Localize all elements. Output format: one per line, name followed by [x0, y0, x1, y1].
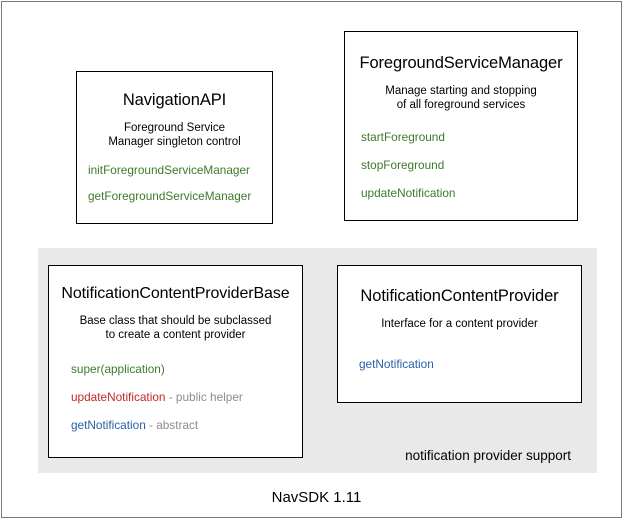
class-description: Interface for a content provider	[338, 317, 581, 331]
sdk-version-label: NavSDK 1.11	[271, 489, 362, 506]
member-note: - abstract	[145, 418, 199, 432]
class-description-line: of all foreground services	[396, 99, 526, 111]
member-name: stopForeground	[361, 158, 445, 172]
member-name: getNotification	[359, 357, 434, 371]
class-member[interactable]: updateNotification	[361, 186, 577, 201]
class-box-notification-content-provider[interactable]: NotificationContentProvider Interface fo…	[337, 265, 582, 403]
class-description: Manage starting and stopping of all fore…	[345, 84, 577, 112]
class-description: Foreground Service Manager singleton con…	[77, 121, 272, 149]
class-member[interactable]: super(application)	[71, 362, 302, 377]
class-description-line: Base class that should be subclassed	[79, 315, 272, 327]
member-note: - public helper	[165, 390, 243, 404]
member-name: startForeground	[361, 130, 445, 144]
member-name: initForegroundServiceManager	[88, 163, 250, 177]
class-member-list: getNotification	[338, 357, 581, 372]
member-name: updateNotification	[71, 390, 166, 404]
group-caption: notification provider support	[405, 448, 571, 463]
class-member[interactable]: getNotification - abstract	[71, 418, 302, 433]
class-title: ForegroundServiceManager	[359, 54, 563, 72]
class-description-line: to create a content provider	[105, 329, 246, 341]
class-member[interactable]: startForeground	[361, 130, 577, 145]
class-member[interactable]: updateNotification - public helper	[71, 390, 302, 405]
member-name: getNotification	[71, 418, 146, 432]
class-box-navigation-api[interactable]: NavigationAPI Foreground Service Manager…	[76, 71, 273, 224]
class-box-foreground-service-manager[interactable]: ForegroundServiceManager Manage starting…	[344, 31, 578, 221]
class-description-line: Interface for a content provider	[381, 318, 538, 330]
class-member[interactable]: getNotification	[359, 357, 581, 372]
class-member-list: startForeground stopForeground updateNot…	[345, 130, 577, 201]
class-member-list: super(application) updateNotification - …	[49, 362, 302, 433]
class-member[interactable]: initForegroundServiceManager	[88, 163, 272, 178]
class-member[interactable]: getForegroundServiceManager	[88, 189, 272, 204]
member-name: getForegroundServiceManager	[88, 189, 252, 203]
class-title: NotificationContentProviderBase	[61, 285, 290, 302]
class-description-line: Manager singleton control	[108, 136, 241, 148]
class-member[interactable]: stopForeground	[361, 158, 577, 173]
class-title: NotificationContentProvider	[360, 287, 559, 305]
class-description-line: Foreground Service	[124, 122, 225, 134]
class-description-line: Manage starting and stopping	[385, 85, 537, 97]
class-title: NavigationAPI	[122, 91, 227, 109]
member-name: super(application)	[71, 362, 165, 376]
class-box-notification-content-provider-base[interactable]: NotificationContentProviderBase Base cla…	[48, 265, 303, 458]
class-member-list: initForegroundServiceManager getForegrou…	[77, 163, 272, 204]
member-name: updateNotification	[361, 186, 456, 200]
class-description: Base class that should be subclassed to …	[49, 314, 302, 342]
